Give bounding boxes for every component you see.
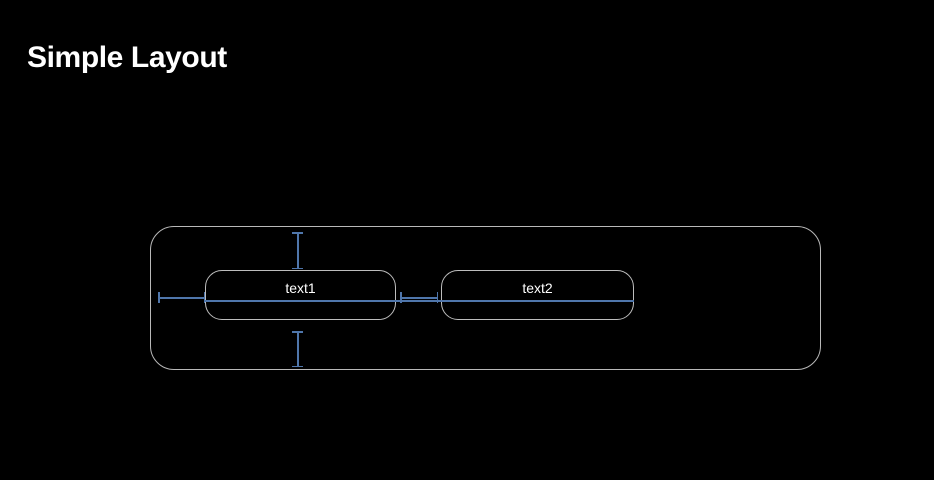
bottom-space-line [297, 331, 299, 367]
child-box-text1-label: text1 [285, 280, 316, 296]
leading-space-marker [158, 292, 205, 303]
horizontal-gap-marker [400, 292, 438, 303]
leading-space-cap-end [203, 292, 205, 303]
baseline-guide [205, 300, 634, 302]
bottom-space-cap-end [292, 365, 303, 367]
child-box-text2-label: text2 [522, 280, 553, 296]
top-space-marker [292, 232, 303, 269]
leading-space-line [158, 297, 205, 299]
outer-container [150, 226, 821, 370]
child-box-text2[interactable]: text2 [441, 270, 634, 320]
child-box-text1[interactable]: text1 [205, 270, 396, 320]
bottom-space-marker [292, 331, 303, 367]
top-space-cap-end [292, 267, 303, 269]
page-title: Simple Layout [27, 41, 227, 75]
horizontal-gap-line [400, 297, 438, 299]
horizontal-gap-cap-end [436, 292, 438, 303]
top-space-line [297, 232, 299, 269]
